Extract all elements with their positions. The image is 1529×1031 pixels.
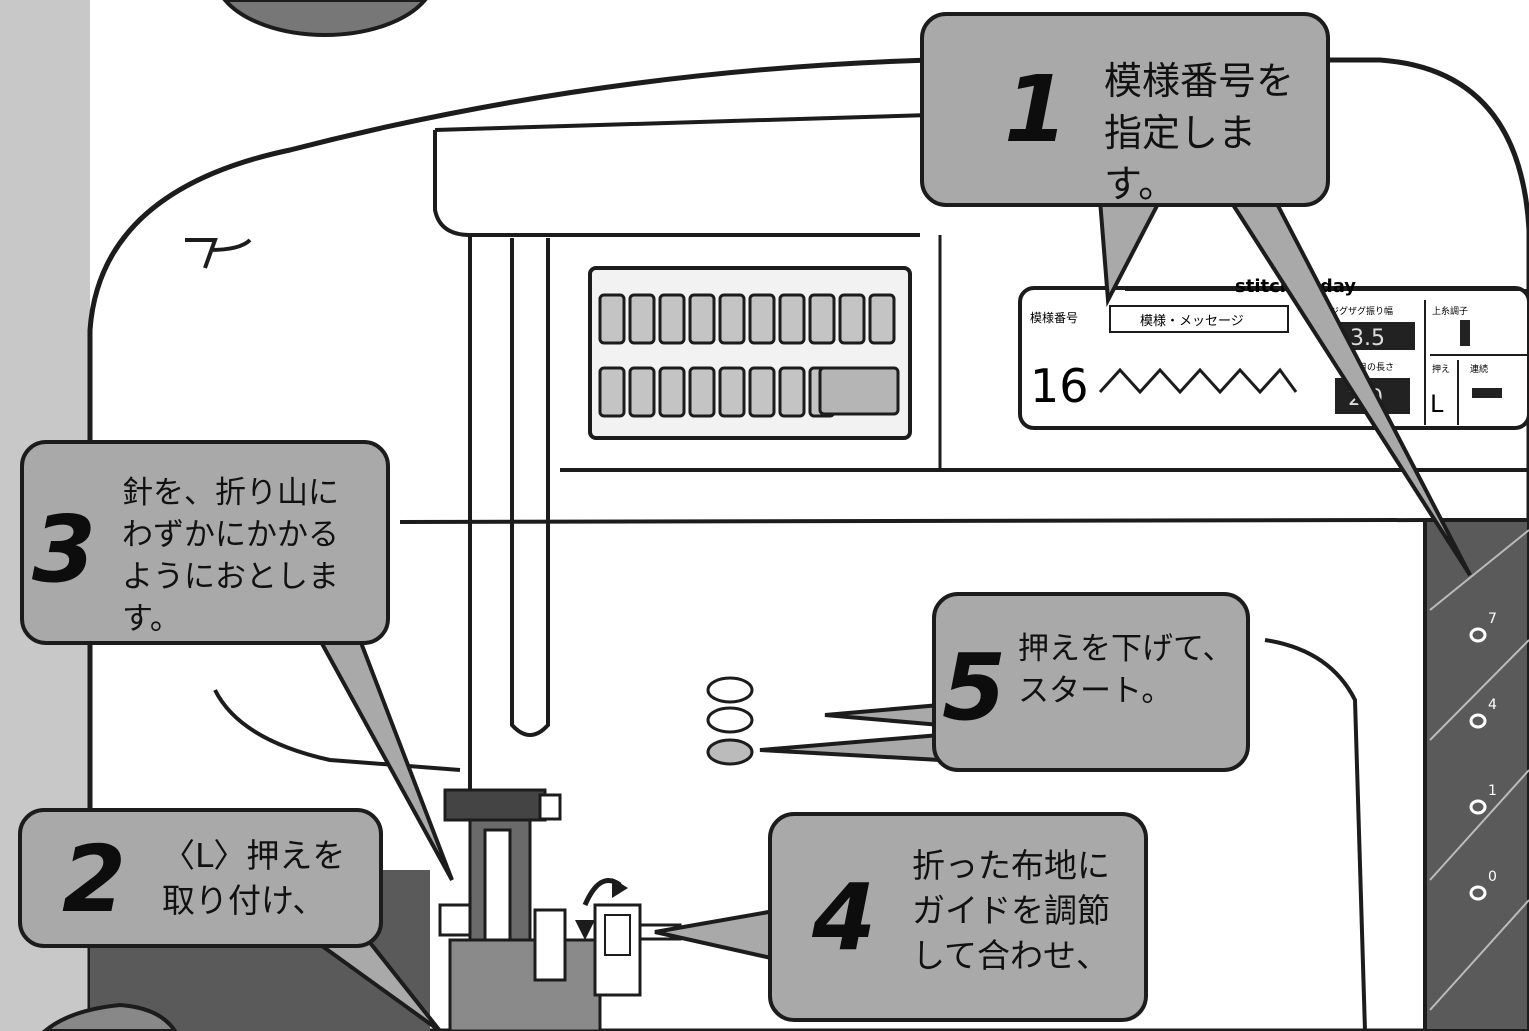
stitch-select-button[interactable] [688,293,716,345]
stitch-select-button[interactable] [748,366,776,418]
callout-step-1: 1 模様番号を 指定します。 [920,12,1330,207]
stitch-select-button[interactable] [628,293,656,345]
step-4-number: 4 [812,864,877,971]
stitch-select-button[interactable] [598,293,626,345]
plate-hole [1469,627,1487,643]
step-1-number: 1 [1004,56,1069,163]
stitch-select-button[interactable] [868,293,896,345]
stitch-button-row-2 [598,366,836,418]
stitch-select-button[interactable] [688,366,716,418]
pattern-number-value: 16 [1030,359,1089,413]
callout-step-2: 2 〈L〉押えを 取り付け、 [18,808,383,948]
free-arm-outline [1264,638,1367,1031]
plate-hole [1469,799,1487,815]
top-circle-decoration [222,0,428,37]
stitch-select-button[interactable] [598,366,626,418]
step-3-number: 3 [32,496,97,603]
stitch-select-button[interactable] [838,293,866,345]
guide-adjust-screw[interactable] [575,878,682,997]
stitch-select-button[interactable] [778,366,806,418]
step-2-text: 〈L〉押えを 取り付け、 [162,836,346,920]
width-value: 3.5 [1350,326,1385,351]
needle-plate: 7 4 1 0 [1423,518,1529,1031]
continuous-label: 連続 [1470,363,1488,375]
stitch-select-button[interactable] [778,293,806,345]
stitch-select-button[interactable] [748,293,776,345]
stitch-button-row-1 [598,293,896,345]
seam-line [399,518,1431,524]
mode-label: 模様・メッセージ [1140,314,1244,329]
width-label: ジグザグ振り幅 [1330,305,1393,317]
callout-step-4: 4 折った布地に ガイドを調節 して合わせ、 [768,812,1148,1022]
step-5-text: 押えを下げて、 スタート。 [1018,631,1234,710]
presser-foot-assembly [438,788,602,1031]
arm-outline [433,113,931,237]
presser-label: 押え [1432,363,1450,375]
step-5-number: 5 [942,634,1007,741]
down-arrow-icon [575,920,595,940]
stitch-select-button[interactable] [718,366,746,418]
presser-value: L [1430,390,1444,418]
wide-stitch-button[interactable] [818,366,900,416]
plate-mark-label: 4 [1488,697,1497,713]
stitch-select-button[interactable] [808,293,836,345]
callout-step-5: 5 押えを下げて、 スタート。 [932,592,1250,772]
stitch-select-button[interactable] [718,293,746,345]
plate-hole [1469,713,1487,729]
lcd-display: stitch today 模様番号 模様・メッセージ 16 ジグザグ振り幅 3.… [1018,276,1529,430]
continuous-indicator [1472,388,1502,398]
plate-mark-label: 1 [1488,783,1497,799]
bottom-circle-decoration [41,1002,178,1031]
stitch-select-button[interactable] [658,366,686,418]
needle-bar-cover [510,238,550,737]
tension-label: 上糸調子 [1432,305,1468,317]
callout-step-3: 3 針を、折り山に わずかにかかる ようにおとします。 [20,440,390,645]
plate-hole [1469,885,1487,901]
step-2-number: 2 [62,826,127,933]
step-3-text: 針を、折り山に わずかにかかる ようにおとします。 [122,475,339,638]
stitch-preview [1098,367,1298,395]
pattern-number-label: 模様番号 [1030,311,1078,325]
plate-mark-label: 0 [1488,869,1497,885]
stitch-select-button[interactable] [658,293,686,345]
step-1-text: 模様番号を 指定します。 [1104,59,1295,207]
presser-lever-marks [706,676,754,766]
plate-mark-label: 7 [1488,611,1497,627]
stitch-select-button[interactable] [628,366,656,418]
rotate-arrow-icon [612,878,628,898]
step-4-text: 折った布地に ガイドを調節 して合わせ、 [912,846,1110,975]
handle-mark [185,238,252,269]
